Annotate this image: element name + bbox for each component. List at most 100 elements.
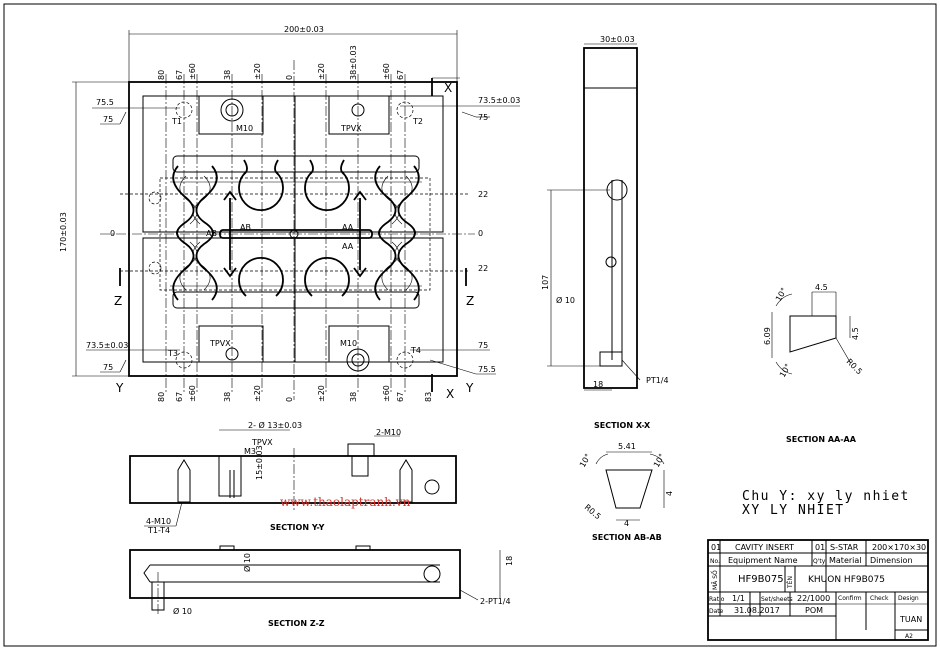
dim-right-7: 75.5 (478, 365, 496, 374)
secab-r: R0.5 (583, 503, 603, 522)
tb-r1-name: CAVITY INSERT (735, 543, 794, 552)
section-mark-y-right: Y (465, 381, 474, 395)
dim-bottom-11: 83 (424, 392, 433, 402)
secaa-h2: 4.5 (851, 327, 860, 340)
secaa-w: 4.5 (815, 283, 828, 292)
secab-b: 4 (624, 519, 629, 528)
width-dim: 200±0.03 (284, 25, 324, 34)
secyy-d15: 15±0.03 (255, 445, 264, 480)
tb-r1-dim: 200×170×30 (872, 543, 926, 552)
dim-top-7: ±20 (317, 63, 326, 80)
tb-r2-name: Equipment Name (728, 556, 798, 565)
seczz-title: SECTION Z-Z (268, 619, 325, 628)
watermark: www.thaolaptranh.vn (280, 495, 411, 509)
m10-hole-bottom (346, 348, 370, 372)
tb-sets: 22/1000 (797, 594, 830, 603)
section-mark-aa-1: AA (342, 223, 354, 232)
section-mark-x-bottom: X (446, 387, 454, 401)
dim-top-3: ±60 (188, 63, 197, 80)
tb-name: KHUON HF9B075 (808, 575, 885, 585)
secaa-ang2: 10° (778, 362, 793, 379)
tb-name-label: TÊN (786, 576, 794, 589)
tb-r1-no: 01 (711, 543, 721, 552)
dim-top-6: 0 (285, 75, 294, 80)
title-block: 01 CAVITY INSERT 01 S-STAR 200×170×30 No… (707, 539, 929, 641)
hole-label-t1: T1 (171, 117, 182, 126)
tb-r1-qty: 01 (815, 543, 825, 552)
dim-right-4: 0 (478, 229, 483, 238)
dim-bottom-8: 38 (349, 392, 358, 402)
tb-check: Check (870, 595, 889, 602)
dim-top-10: 67 (396, 70, 405, 80)
seczz-pt: 2-PT1/4 (480, 597, 511, 606)
tb-code: HF9B075 (738, 574, 784, 585)
tb-sets-label: Set/sheets (761, 596, 793, 603)
hole-label-tpvx-bottom: TPVX (209, 339, 231, 348)
tb-r2-qty: Q'ty (813, 558, 826, 565)
hole-label-tpvx-top: TPVX (340, 124, 362, 133)
section-yy: 2- Ø 13±0.03 TPVX M3 15±0.03 2-M10 4-M10… (129, 420, 457, 535)
secab-title: SECTION AB-AB (592, 533, 662, 542)
tb-designer: TUAN (899, 615, 922, 624)
dim-bottom-6: 0 (285, 397, 294, 402)
secyy-m3: M3 (244, 447, 256, 456)
section-mark-z-right: Z (466, 294, 474, 308)
tb-design: Design (898, 595, 919, 602)
t1-hole (175, 101, 193, 119)
secab-w: 5.41 (618, 442, 636, 451)
dim-top-9: ±60 (382, 63, 391, 80)
seczz-h18: 18 (505, 556, 514, 566)
section-mark-ab-1: AB (206, 229, 217, 238)
section-mark-aa-2: AA (342, 242, 354, 251)
height-dim: 170±0.03 (59, 212, 68, 252)
hole-label-t2: T2 (412, 117, 423, 126)
secaa-ang1: 10° (774, 286, 789, 303)
dim-right-2: 75 (478, 113, 488, 122)
front-view: 200±0.03 170±0.03 (59, 25, 520, 402)
tb-code-label: MÃ SỐ (711, 570, 719, 590)
secaa-title: SECTION AA-AA (786, 435, 857, 444)
section-mark-ab-2: AB (240, 223, 251, 232)
hole-label-m10-bottom: M10 (340, 339, 357, 348)
dim-left-5: 75 (103, 363, 113, 372)
note-line-2: XY LY NHIET (742, 503, 845, 518)
sheet-border (3, 3, 937, 647)
secyy-m10: 2-M10 (376, 428, 401, 437)
note-line-1: Chu Y: xy ly nhiet (742, 489, 910, 504)
secyy-t1t4: 4-M10 (146, 517, 171, 526)
cavity-rails (159, 155, 431, 309)
tb-date-label: Date (709, 608, 724, 615)
secaa-h: 6.09 (763, 327, 772, 345)
tpvx-hole-top (351, 103, 365, 117)
secyy-t1t4b: T1-T4 (147, 526, 170, 535)
dim-right-6: 75 (478, 341, 488, 350)
m10-hole-top (220, 98, 244, 122)
tb-r2-dim: Dimension (870, 556, 913, 565)
tb-ratio-label: Ratio (709, 596, 725, 603)
dim-right-5: 22 (478, 264, 488, 273)
dim-top-8: 38±0.03 (349, 45, 358, 80)
dim-top-5: ±20 (253, 63, 262, 80)
secxx-d10: Ø 10 (556, 295, 575, 305)
dim-left-3: 0 (110, 229, 115, 238)
secyy-hole: 2- Ø 13±0.03 (248, 420, 302, 430)
secxx-top-dim: 30±0.03 (600, 35, 635, 44)
tb-ratio: 1/1 (732, 594, 745, 603)
seczz-d10b: Ø 10 (173, 606, 192, 616)
section-zz: Ø 10 18 Ø 10 2-PT1/4 SECTION Z-Z (129, 545, 514, 628)
secab-ang1: 10° (578, 452, 593, 469)
dim-top-1: 80 (157, 70, 166, 80)
hole-label-t4: T4 (410, 346, 421, 355)
dim-right-1: 73.5±0.03 (478, 96, 520, 105)
section-mark-x-top: X (444, 81, 452, 95)
hole-label-m10-top: M10 (236, 124, 253, 133)
dim-right-3: 22 (478, 190, 488, 199)
section-xx: 30±0.03 107 Ø 10 18 PT1/4 SECTION X-X (541, 35, 669, 430)
plate-outline (128, 81, 458, 377)
tb-r1-material: S-STAR (830, 543, 859, 552)
dim-bottom-9: ±60 (382, 385, 391, 402)
dim-bottom-1: 80 (157, 392, 166, 402)
dim-bottom-10: 67 (396, 392, 405, 402)
t4-hole (396, 351, 414, 369)
